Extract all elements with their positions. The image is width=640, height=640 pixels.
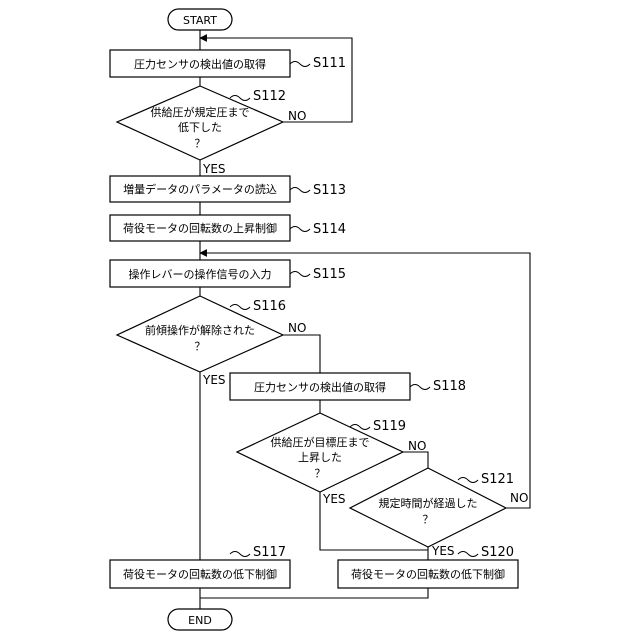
s112-text-line3: ？ <box>195 137 206 150</box>
s113-box: 増量データのパラメータの読込 <box>110 176 290 202</box>
leader-s116 <box>230 305 250 310</box>
s119-yes-label: YES <box>322 492 346 506</box>
s114-text: 荷役モータの回転数の上昇制御 <box>123 221 277 235</box>
leader-s113 <box>290 188 310 193</box>
s119-text-line3: ？ <box>315 467 326 480</box>
leader-s114 <box>290 227 310 232</box>
s119-no-label: NO <box>408 439 426 453</box>
leader-s118 <box>410 385 430 390</box>
s119-text-line2: 上昇した <box>298 451 342 464</box>
s121-no-label: NO <box>510 491 528 505</box>
s120-text: 荷役モータの回転数の低下制御 <box>351 567 505 581</box>
s117-box: 荷役モータの回転数の低下制御 <box>110 560 290 588</box>
step-s112: S112 <box>253 89 286 104</box>
s121-yes-label: YES <box>431 544 455 558</box>
leader-s117 <box>230 552 250 557</box>
s112-yes-label: YES <box>202 162 226 176</box>
edge-s119-no-s121 <box>403 452 428 468</box>
leader-s120 <box>458 552 478 557</box>
step-s115: S115 <box>313 267 346 282</box>
edge-s116-no-s118 <box>283 335 320 373</box>
s112-text-line2: 低下した <box>178 121 222 134</box>
edge-s120-end <box>200 588 428 598</box>
step-s117: S117 <box>253 545 286 560</box>
s115-text: 操作レバーの操作信号の入力 <box>129 267 272 281</box>
step-s114: S114 <box>313 222 346 237</box>
leader-s121 <box>458 478 478 483</box>
end-terminal: END <box>168 609 232 630</box>
leader-s115 <box>290 272 310 277</box>
s116-text-line2: ？ <box>195 340 206 353</box>
s117-text: 荷役モータの回転数の低下制御 <box>123 567 277 581</box>
s116-yes-label: YES <box>202 373 226 387</box>
s111-box: 圧力センサの検出値の取得 <box>110 50 290 77</box>
s118-box: 圧力センサの検出値の取得 <box>230 373 410 400</box>
s112-text-line1: 供給圧が規定圧まで <box>151 105 250 119</box>
step-s118: S118 <box>433 379 466 394</box>
s120-box: 荷役モータの回転数の低下制御 <box>338 560 518 588</box>
step-s120: S120 <box>481 545 514 560</box>
s111-text: 圧力センサの検出値の取得 <box>134 57 266 71</box>
step-s116: S116 <box>253 299 286 314</box>
s116-text-line1: 前傾操作が解除された <box>145 323 255 337</box>
end-label: END <box>188 614 212 627</box>
s121-text-line2: ？ <box>423 513 434 526</box>
s116-no-label: NO <box>288 321 306 335</box>
s113-text: 増量データのパラメータの読込 <box>123 182 277 196</box>
s115-box: 操作レバーの操作信号の入力 <box>110 260 290 287</box>
start-label: START <box>183 14 217 27</box>
step-s119: S119 <box>373 419 406 434</box>
s114-box: 荷役モータの回転数の上昇制御 <box>110 215 290 241</box>
step-s113: S113 <box>313 183 346 198</box>
leader-s111 <box>290 62 310 67</box>
s119-text-line1: 供給圧が目標圧まで <box>271 435 370 449</box>
step-s111: S111 <box>313 56 346 71</box>
step-numbers: S111 S112 S113 S114 S115 S116 S117 S118 … <box>253 56 514 560</box>
step-s121: S121 <box>481 472 514 487</box>
start-terminal: START <box>168 9 232 30</box>
s121-text-line1: 規定時間が経過した <box>379 496 478 510</box>
s112-no-label: NO <box>288 109 306 123</box>
s118-text: 圧力センサの検出値の取得 <box>254 380 386 394</box>
